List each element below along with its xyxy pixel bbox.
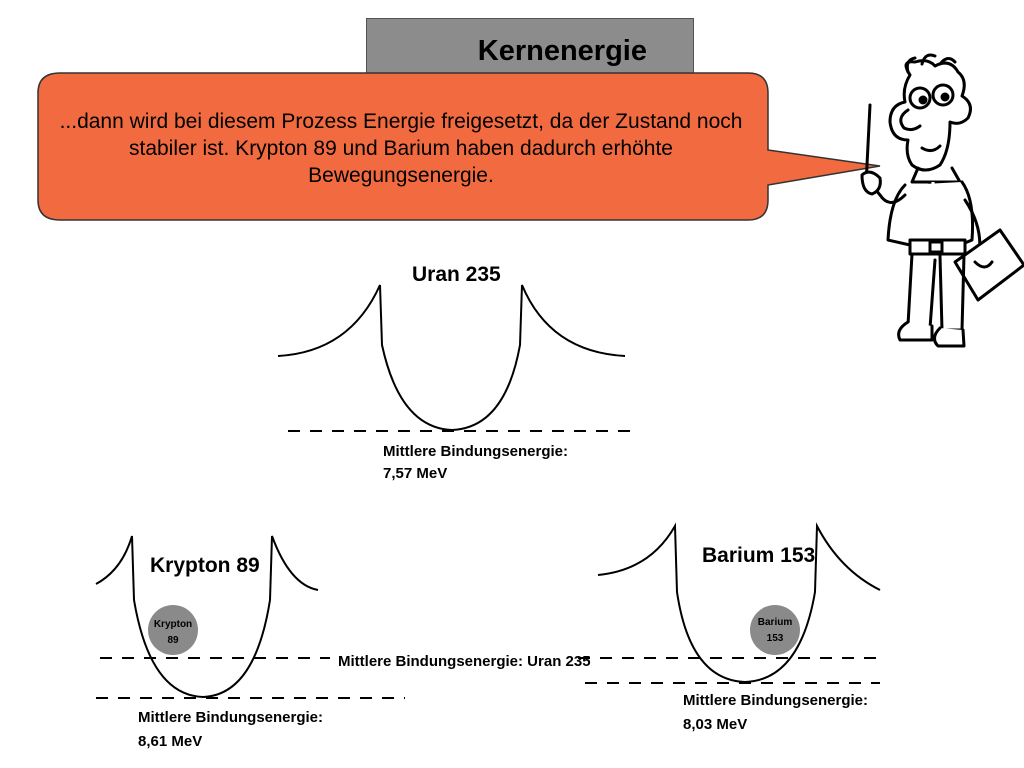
krypton-uran-reference-label: Mittlere Bindungsenergie: Uran 235 bbox=[338, 653, 591, 670]
uran-energy-label: Mittlere Bindungsenergie: bbox=[383, 443, 568, 460]
krypton-nucleus-ball bbox=[148, 605, 198, 655]
barium-title: Barium 153 bbox=[702, 544, 815, 567]
uran-energy-value: 7,57 MeV bbox=[383, 465, 447, 482]
uran-title: Uran 235 bbox=[412, 263, 501, 286]
barium-energy-value: 8,03 MeV bbox=[683, 716, 747, 733]
barium-energy-label: Mittlere Bindungsenergie: bbox=[683, 692, 868, 709]
krypton-ball-label-line2: 89 bbox=[167, 635, 179, 646]
barium-ball-label-line1: Barium bbox=[758, 617, 793, 628]
speech-text: ...dann wird bei diesem Prozess Energie … bbox=[59, 110, 743, 187]
slide-title: Kernenergie bbox=[477, 35, 647, 67]
barium-ball-label-line2: 153 bbox=[767, 633, 784, 644]
krypton-energy-label: Mittlere Bindungsenergie: bbox=[138, 709, 323, 726]
barium-nucleus-ball bbox=[750, 605, 800, 655]
krypton-title: Krypton 89 bbox=[150, 554, 260, 577]
title-box: Kernenergie bbox=[366, 18, 694, 80]
krypton-ball-label-line1: Krypton bbox=[154, 619, 192, 630]
krypton-energy-value: 8,61 MeV bbox=[138, 733, 202, 750]
krypton-potential-well bbox=[95, 535, 319, 699]
